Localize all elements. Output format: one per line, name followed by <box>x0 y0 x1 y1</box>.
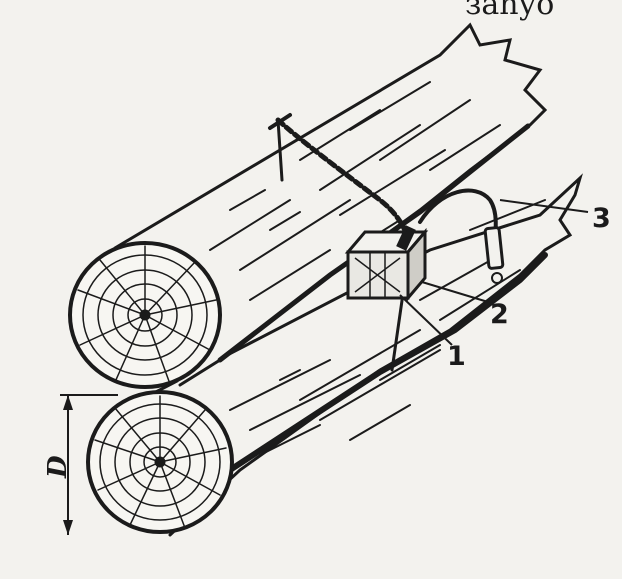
callout-3: 3 <box>592 203 611 234</box>
dimension-label-d: D <box>43 455 73 479</box>
upper-log <box>68 22 548 389</box>
upper-log-shadow <box>217 123 531 363</box>
upper-log-grain <box>209 81 501 301</box>
callout-1: 1 <box>447 341 466 372</box>
diameter-dimension <box>60 394 118 535</box>
lower-log-rays <box>94 395 227 529</box>
detonator <box>396 225 416 251</box>
explosive-charge <box>344 227 429 303</box>
top-text-fragment: заnуо <box>465 0 554 22</box>
lower-log-grain <box>229 199 546 456</box>
leader-lines <box>399 199 589 346</box>
fuse-cord <box>418 188 505 284</box>
upper-log-rays <box>77 245 217 385</box>
lower-log <box>86 173 583 537</box>
callout-2: 2 <box>490 299 509 330</box>
lower-log-shadow <box>227 252 548 473</box>
